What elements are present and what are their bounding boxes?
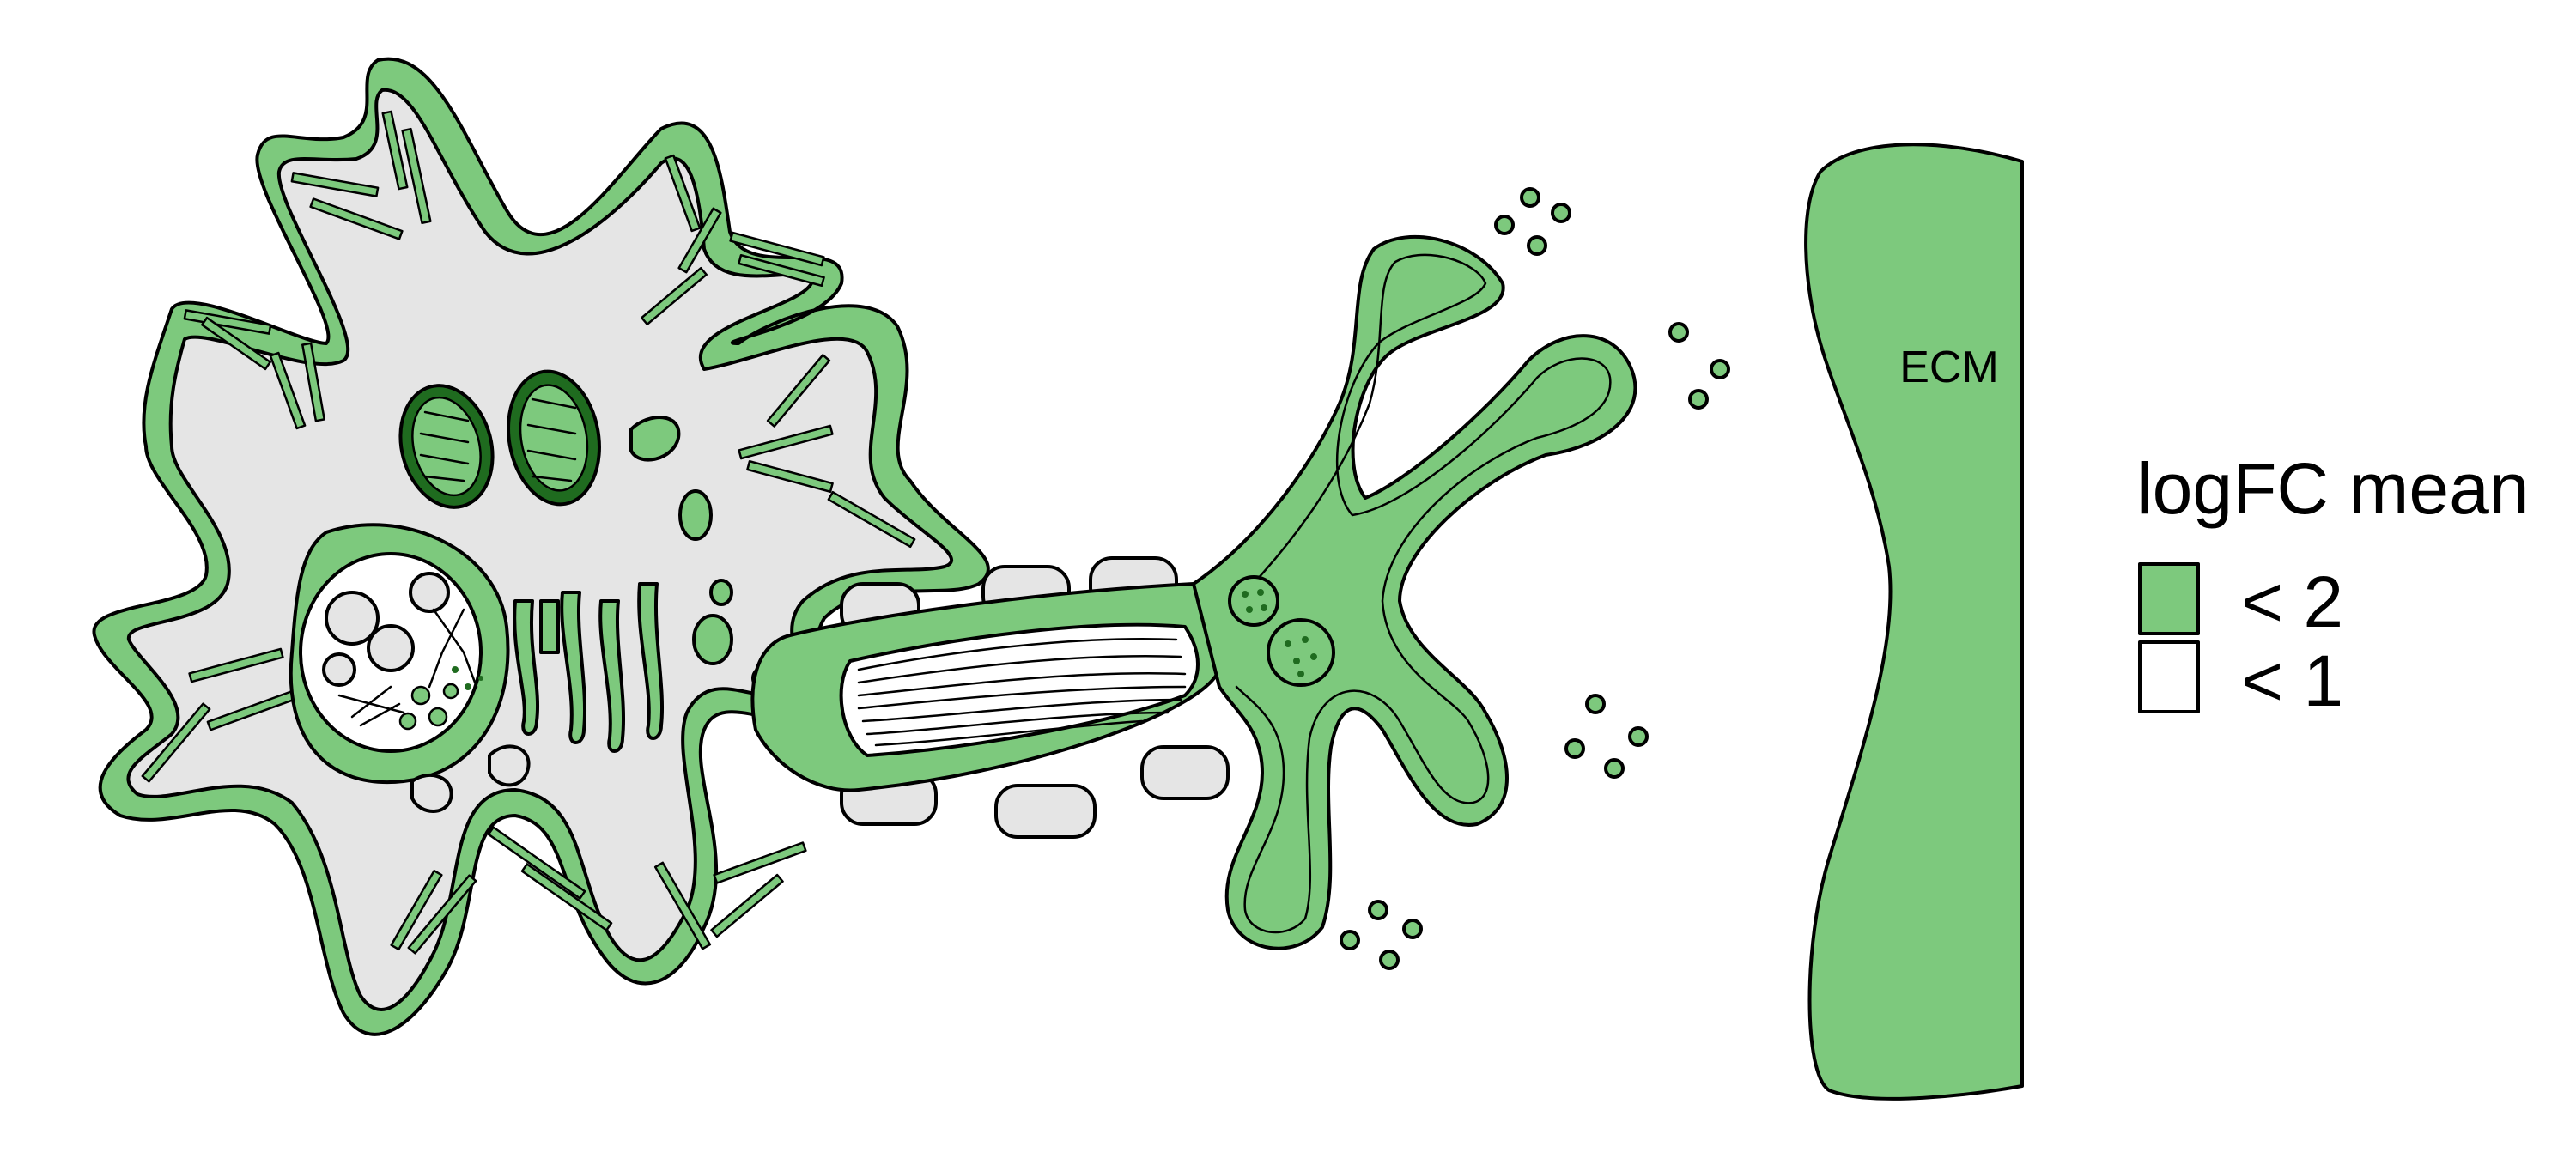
chromosome-2 — [337, 685, 405, 727]
mitochondria — [398, 369, 601, 509]
chromosome-1 — [428, 608, 478, 689]
legend-swatch-low — [2138, 640, 2200, 713]
ecm: ECM — [1804, 143, 2024, 1101]
legend-title: logFC mean — [2136, 448, 2530, 529]
left-cell-cytoplasm — [126, 88, 953, 1011]
ecm-label: ECM — [1899, 343, 1999, 392]
legend: logFC mean < 2 < 1 — [2136, 448, 2530, 721]
synaptic-vesicles — [1228, 575, 1335, 687]
cytoskeleton-filaments — [141, 110, 916, 955]
nucleolus-dots — [398, 683, 459, 731]
nucleus-dots-small — [452, 666, 483, 690]
lysosomes — [410, 744, 531, 813]
left-cell — [92, 57, 990, 1036]
golgi-apparatus — [513, 582, 665, 753]
ecm-shape — [1804, 143, 2024, 1101]
legend-swatch-high — [2138, 562, 2200, 635]
microtubules — [857, 637, 1187, 747]
nucleus — [289, 523, 510, 785]
right-cell-membrane — [1192, 235, 1637, 950]
secreted-particles — [1340, 187, 1730, 970]
right-cell-inner-outline — [1235, 253, 1612, 934]
legend-label-low: < 1 — [2241, 640, 2343, 721]
legend-label-high: < 2 — [2241, 561, 2343, 642]
right-cell — [1192, 235, 1637, 950]
middle-segment — [750, 556, 1230, 839]
